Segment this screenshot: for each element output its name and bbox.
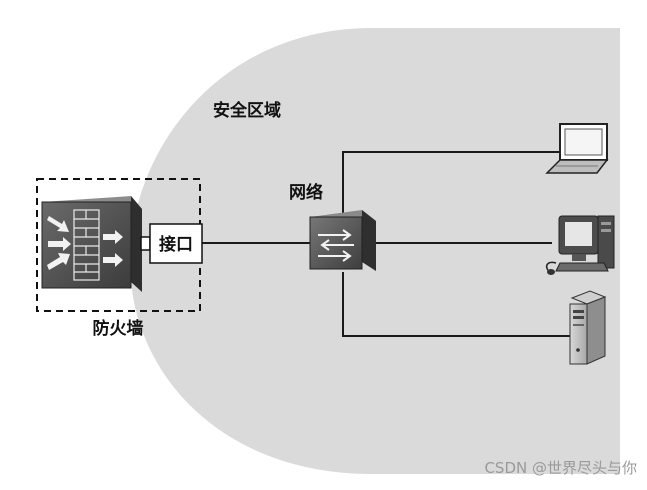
watermark-text: CSDN @世界尽头与你 <box>484 459 637 477</box>
interface-box <box>149 223 203 264</box>
secure-zone-label: 安全区域 <box>213 100 281 121</box>
interface-label: 接口 <box>159 234 193 255</box>
link-switch-to-server <box>342 272 570 337</box>
connection-lines <box>202 151 570 337</box>
interface-port-stub <box>140 236 151 251</box>
firewall-label: 防火墙 <box>93 318 144 339</box>
laptop-icon <box>545 123 609 174</box>
switch-icon <box>309 210 376 271</box>
firewall-icon <box>41 196 142 292</box>
desktop-pc-icon <box>545 215 615 275</box>
link-switch-to-laptop <box>342 151 560 218</box>
network-label: 网络 <box>289 182 323 203</box>
server-tower-icon <box>569 290 607 365</box>
